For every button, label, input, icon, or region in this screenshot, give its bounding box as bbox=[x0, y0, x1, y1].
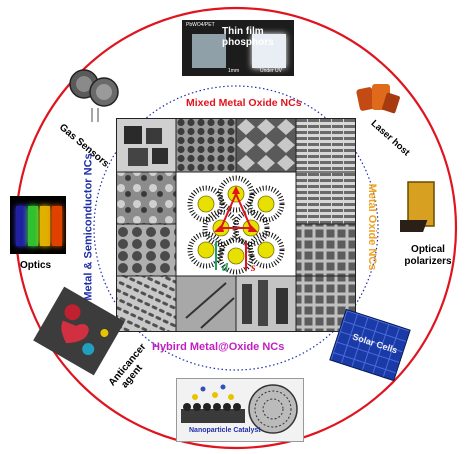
hybrid-metal-oxide-label: Hybird Metal@Oxide NCs bbox=[152, 341, 285, 353]
film-caption-scale: 1mm bbox=[228, 68, 240, 74]
inner-dotted-ring bbox=[93, 85, 379, 371]
nanocrystal-superlattice-schematic bbox=[187, 175, 285, 275]
laser-host-photo bbox=[356, 78, 402, 118]
tem-tile bbox=[176, 118, 236, 172]
tem-tile bbox=[116, 276, 176, 332]
vial-green bbox=[28, 206, 38, 246]
anticancer-photo bbox=[33, 286, 125, 376]
film-sample-right bbox=[252, 34, 286, 68]
optics-label: Optics bbox=[20, 260, 52, 271]
nanoparticle-catalyst-photo: Nanoparticle Catalyst bbox=[176, 378, 304, 442]
ligand-shells bbox=[187, 175, 285, 275]
gas-sensors-photo bbox=[62, 64, 124, 126]
tem-tile bbox=[296, 224, 356, 276]
optical-polarizer-photo bbox=[383, 180, 448, 236]
tem-tile bbox=[296, 172, 356, 224]
tem-tile bbox=[116, 172, 176, 224]
thin-film-label: Thin film phosphors bbox=[222, 26, 274, 48]
triangle-vertex-arrows bbox=[214, 186, 258, 232]
optics-photo bbox=[10, 196, 66, 254]
tem-tile bbox=[116, 224, 176, 276]
metal-oxide-label: Metal Oxide NCs bbox=[366, 183, 378, 271]
lattice-triangle bbox=[219, 191, 253, 229]
tem-tile bbox=[236, 118, 296, 172]
thin-film-photo: PbWO4/PET 1mm Under UV bbox=[182, 20, 294, 76]
s-symbol: s bbox=[251, 260, 256, 274]
mixed-metal-oxide-label: Mixed Metal Oxide NCs bbox=[186, 97, 302, 109]
vial-yellow bbox=[40, 206, 50, 246]
tem-tile bbox=[296, 118, 356, 172]
vial-orange bbox=[52, 206, 62, 246]
film-caption-left: PbWO4/PET bbox=[186, 22, 215, 28]
tem-image-grid bbox=[116, 118, 356, 332]
nanoparticle-catalyst-label: Nanoparticle Catalyst bbox=[189, 427, 261, 434]
vial-blue bbox=[16, 206, 26, 246]
film-caption-right: Under UV bbox=[260, 68, 282, 74]
film-sample-left bbox=[192, 34, 226, 68]
optical-polarizers-label: Optical polarizers bbox=[404, 244, 452, 267]
tem-tiles bbox=[116, 118, 356, 332]
d-symbol: d bbox=[222, 260, 228, 274]
metal-semiconductor-label: Metal & Semiconductor NCs bbox=[82, 153, 95, 301]
